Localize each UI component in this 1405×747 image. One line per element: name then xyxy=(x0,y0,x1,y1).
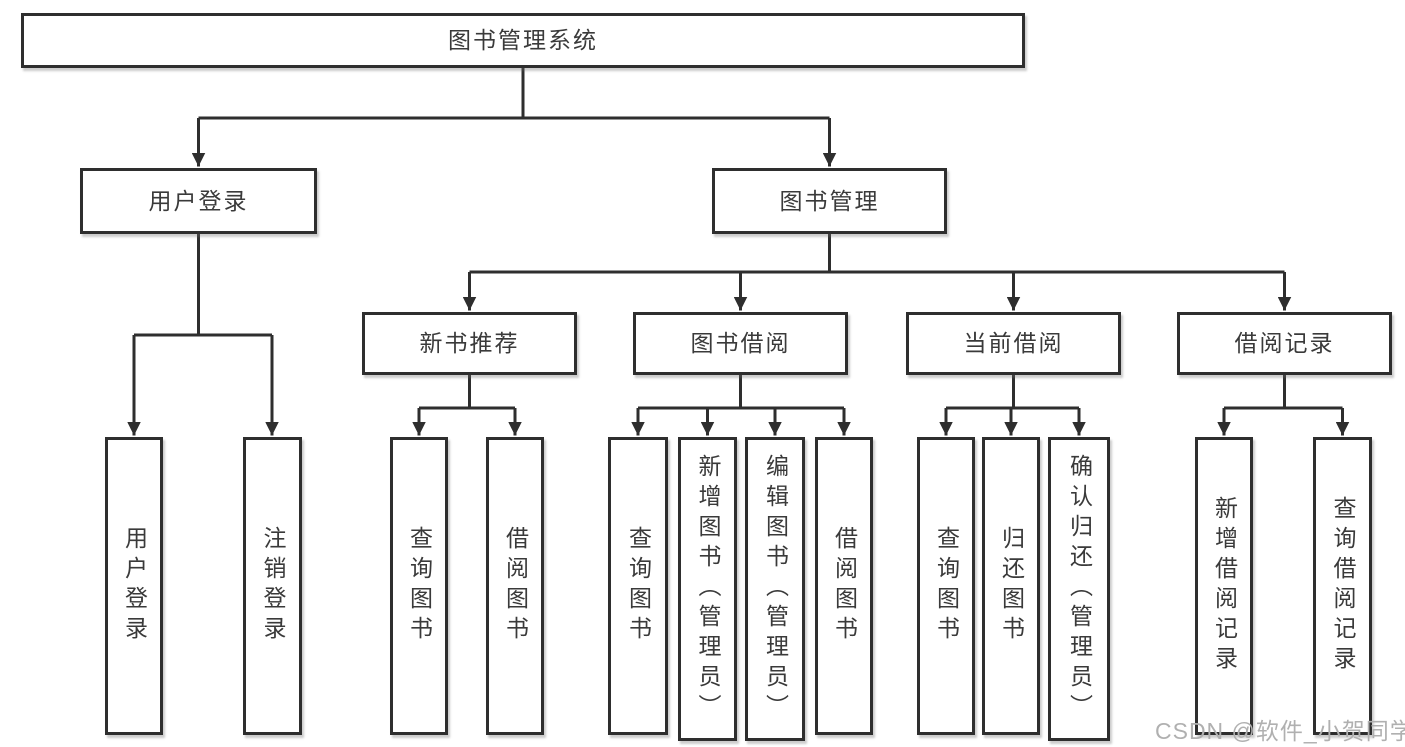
node-label: 图书管理系统 xyxy=(448,27,598,53)
leaf-label: 查询图书 xyxy=(625,526,652,646)
node-current-borrowing: 当前借阅 xyxy=(906,312,1121,375)
leaf-label: 借阅图书 xyxy=(502,526,529,646)
leaf-user-login: 用户登录 xyxy=(105,437,163,735)
node-user-login: 用户登录 xyxy=(80,168,317,234)
node-label: 用户登录 xyxy=(148,187,249,214)
leaf-query-borrow-record: 查询借阅记录 xyxy=(1313,437,1372,735)
leaf-label: 查询图书 xyxy=(933,526,960,646)
leaf-label: 用户登录 xyxy=(121,526,148,646)
leaf-query-books-recommend: 查询图书 xyxy=(390,437,448,735)
leaf-label: 编辑图书（管理员） xyxy=(762,454,789,724)
leaf-return-books: 归还图书 xyxy=(982,437,1040,735)
node-book-borrowing: 图书借阅 xyxy=(633,312,848,375)
leaf-label: 注销登录 xyxy=(260,526,286,646)
node-label: 新书推荐 xyxy=(419,330,520,356)
leaf-add-borrow-record: 新增借阅记录 xyxy=(1195,437,1253,735)
leaf-borrow-books-recommend: 借阅图书 xyxy=(486,437,544,735)
tree-connectors xyxy=(127,68,1350,436)
leaf-query-books-current: 查询图书 xyxy=(917,437,975,735)
watermark-text: CSDN @软件_小贺同学 xyxy=(1155,718,1405,744)
leaf-label: 查询借阅记录 xyxy=(1330,496,1356,676)
leaf-label: 归还图书 xyxy=(998,526,1025,646)
leaf-add-book-admin: 新增图书（管理员） xyxy=(678,437,737,741)
leaf-label: 确认归还（管理员） xyxy=(1066,454,1093,724)
leaf-edit-book-admin: 编辑图书（管理员） xyxy=(745,437,805,741)
node-label: 当前借阅 xyxy=(963,330,1064,356)
leaf-confirm-return-admin: 确认归还（管理员） xyxy=(1048,437,1110,741)
node-label: 图书管理 xyxy=(779,187,880,214)
leaf-logout: 注销登录 xyxy=(243,437,302,735)
node-label: 图书借阅 xyxy=(690,330,791,356)
node-library-management-system: 图书管理系统 xyxy=(21,13,1025,68)
leaf-label: 查询图书 xyxy=(406,526,433,646)
leaf-label: 新增借阅记录 xyxy=(1211,496,1238,676)
node-borrowing-records: 借阅记录 xyxy=(1177,312,1392,375)
node-new-book-recommend: 新书推荐 xyxy=(362,312,577,375)
leaf-borrow-books-borrowing: 借阅图书 xyxy=(815,437,873,735)
leaf-label: 新增图书（管理员） xyxy=(695,454,721,724)
node-book-management: 图书管理 xyxy=(712,168,947,234)
leaf-query-books-borrowing: 查询图书 xyxy=(608,437,668,735)
leaf-label: 借阅图书 xyxy=(831,526,858,646)
node-label: 借阅记录 xyxy=(1234,330,1335,356)
